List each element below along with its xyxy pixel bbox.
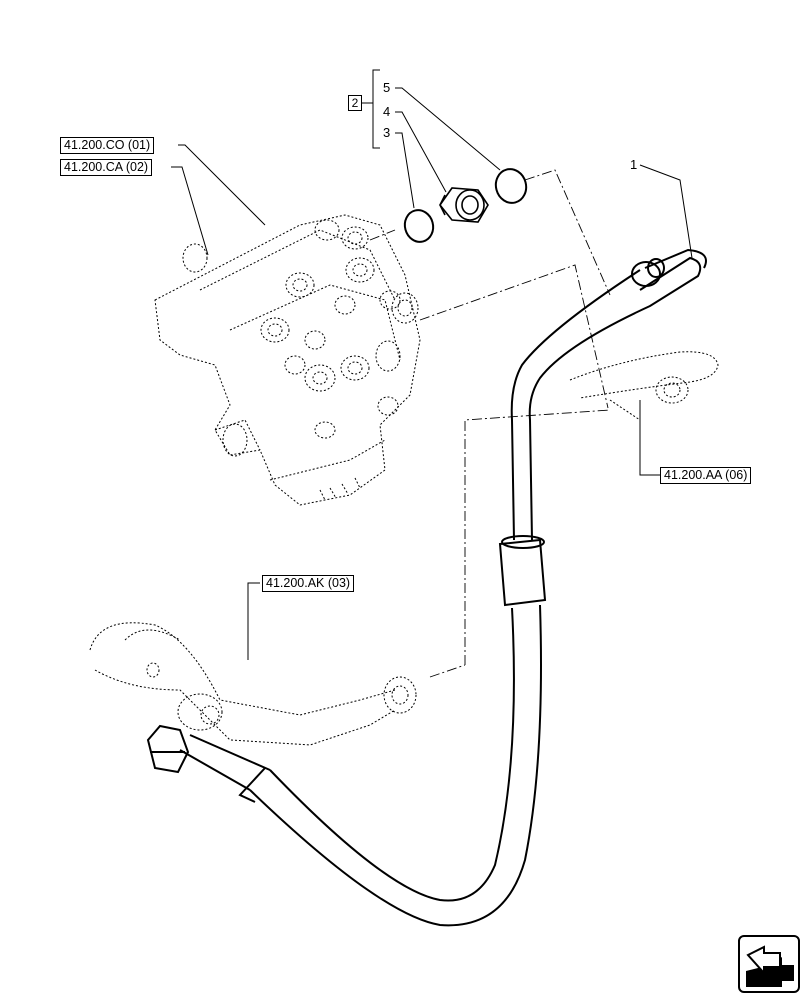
reference-pipe-ak: [89, 622, 417, 746]
ref-41-200-aa-06[interactable]: 41.200.AA (06): [660, 467, 752, 484]
seal-ring-3: [403, 209, 435, 243]
item-number-3: 3: [383, 125, 391, 140]
item-number-4: 4: [383, 104, 391, 119]
item-number-5: 5: [383, 80, 391, 95]
adapter-fitting-4: [438, 187, 489, 223]
hydraulic-pipe-1: [146, 248, 707, 927]
item-number-1: 1: [630, 157, 638, 172]
reference-pipe-aa: [569, 351, 719, 421]
ref-41-200-ca-02[interactable]: 41.200.CA (02): [60, 159, 153, 176]
ref-41-200-co-01[interactable]: 41.200.CO (01): [60, 137, 155, 154]
arrow-glyph-icon: [746, 945, 794, 987]
ref-41-200-ak-03[interactable]: 41.200.AK (03): [262, 575, 355, 592]
kit-group-number: 2: [348, 95, 362, 111]
seal-ring-5: [494, 168, 528, 204]
leader-lines: [171, 69, 693, 660]
steering-valve: [154, 214, 421, 506]
connection-centerlines: [369, 169, 611, 678]
next-page-arrow-icon[interactable]: [738, 935, 800, 993]
